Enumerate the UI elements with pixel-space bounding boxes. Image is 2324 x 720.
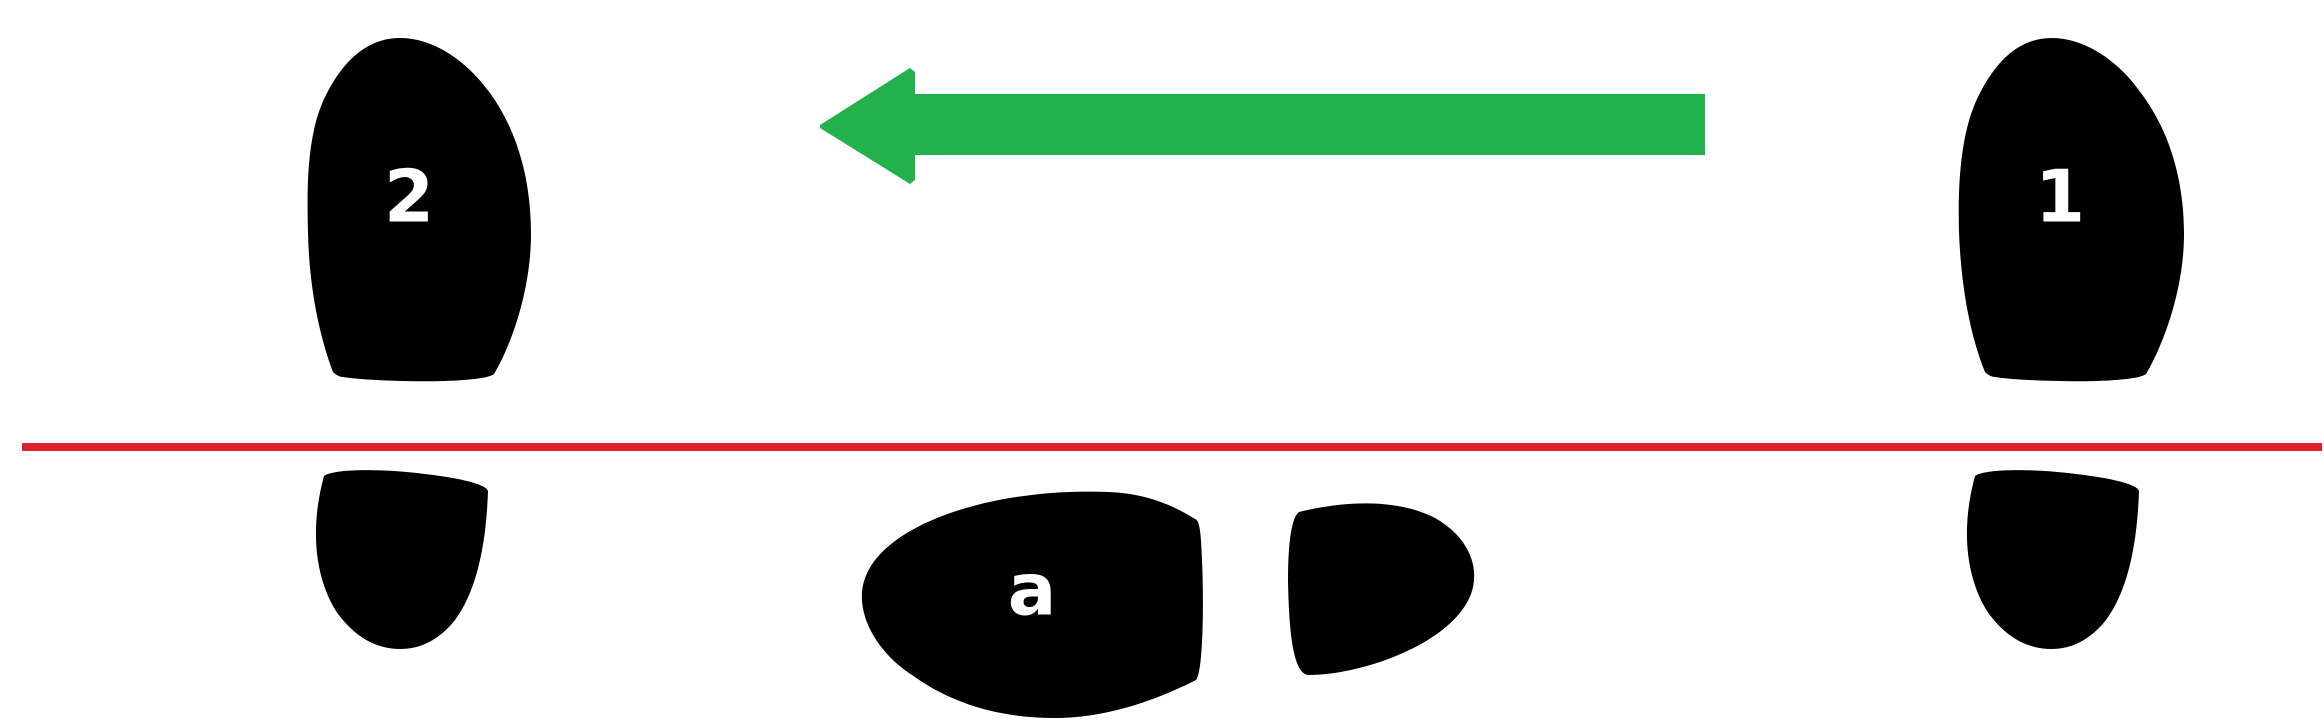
footprint-label-2: 2	[384, 155, 434, 239]
center-shape: a	[861, 491, 1203, 718]
left-arrow	[820, 68, 1705, 184]
heel-right-of-center	[1288, 503, 1475, 675]
heel-lower-right	[1966, 470, 2139, 649]
footprint-upper-right: 1	[1958, 38, 2184, 382]
center-shape-label: a	[1008, 548, 1057, 632]
divider-line	[22, 443, 2322, 451]
heel-lower-left	[315, 470, 488, 649]
footprint-upper-left: 2	[307, 38, 531, 382]
footprint-label-1: 1	[2035, 155, 2085, 239]
